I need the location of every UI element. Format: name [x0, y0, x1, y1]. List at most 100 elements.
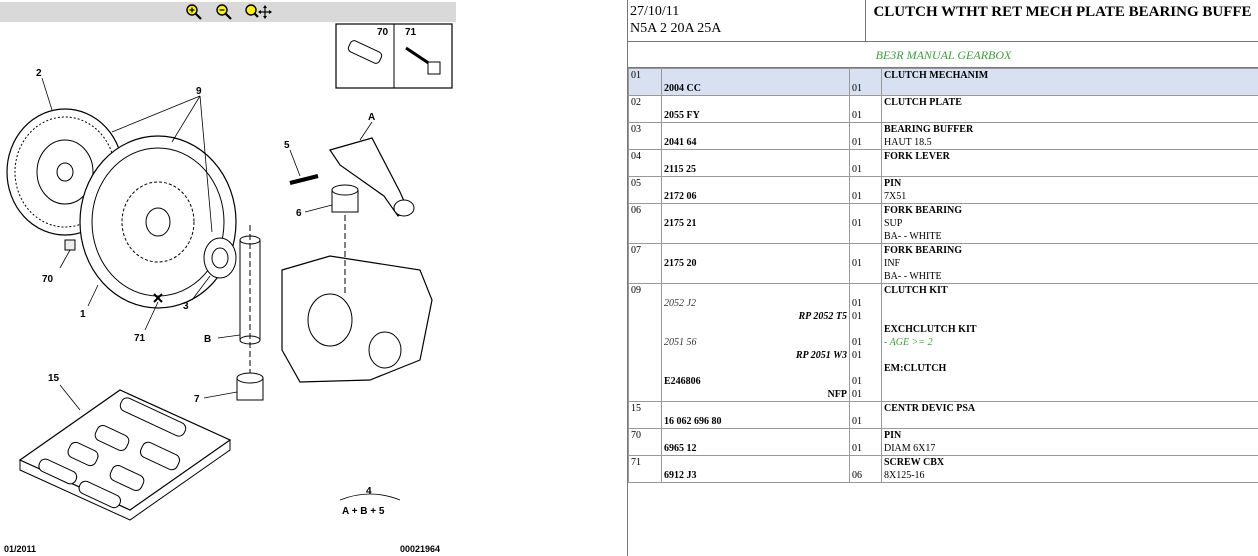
part-reference: [664, 456, 847, 469]
description-line: FORK BEARING: [884, 245, 963, 256]
callout-1: 1: [80, 309, 86, 320]
part-reference[interactable]: 2041 64: [664, 137, 697, 148]
part-reference[interactable]: RP 2051 W3: [795, 350, 847, 361]
quantity-value: 01: [852, 389, 862, 400]
part-reference: [664, 244, 847, 257]
header-info: 27/10/11 N5A 2 20A 25A: [628, 0, 866, 42]
part-reference[interactable]: 16 062 696 80: [664, 416, 722, 427]
zoom-move-icon: [245, 4, 272, 19]
part-reference[interactable]: 2004 CC: [664, 83, 701, 94]
quantity-value: 01: [852, 350, 862, 361]
quantity-value: 01: [852, 191, 862, 202]
row-description: CENTR DEVIC PSA: [881, 401, 1258, 429]
quantity-value: 01: [852, 218, 862, 229]
quantity-value: 01: [852, 258, 862, 269]
parts-header: 27/10/11 N5A 2 20A 25A CLUTCH WTHT RET M…: [628, 0, 1258, 42]
description-line: EXCHCLUTCH KIT: [884, 324, 977, 335]
row-description: FORK LEVER: [881, 149, 1258, 177]
part-reference[interactable]: 2175 20: [664, 258, 697, 269]
part-reference[interactable]: 2052 J2: [664, 298, 696, 309]
part-reference[interactable]: 2175 21: [664, 218, 697, 229]
inset-box-pins: [335, 23, 453, 89]
quantity-value: [852, 284, 879, 297]
exploded-clutch-diagram: 70 71: [6, 23, 453, 521]
quantity-value: 01: [852, 337, 862, 348]
quantity-value: [852, 150, 879, 163]
row-quantity: 06: [849, 455, 882, 483]
header-date: 27/10/11: [630, 4, 680, 19]
quantity-value: 01: [852, 311, 862, 322]
row-references: 2172 06: [661, 176, 850, 204]
row-quantity: 01: [849, 95, 882, 123]
description-line: CLUTCH MECHANIM: [884, 70, 989, 81]
zoom-toolbar: [0, 2, 456, 22]
description-line: HAUT 18.5: [884, 137, 932, 148]
description-line: 8X125-16: [884, 470, 925, 481]
part-reference[interactable]: 2115 25: [664, 164, 696, 175]
parts-panel: 27/10/11 N5A 2 20A 25A CLUTCH WTHT RET M…: [627, 0, 1258, 556]
leader-lines: [41, 77, 401, 501]
description-line: CLUTCH PLATE: [884, 97, 962, 108]
quantity-value: 01: [852, 298, 862, 309]
description-line: CENTR DEVIC PSA: [884, 403, 976, 414]
row-index: 05: [628, 176, 662, 204]
fork-shaft-drawing: [239, 225, 261, 400]
part-reference: [664, 323, 847, 336]
row-references: 2115 25: [661, 149, 850, 177]
fork-lever-drawing: [329, 137, 415, 217]
row-quantity: 01: [849, 203, 882, 244]
part-reference[interactable]: 2055 FY: [664, 110, 700, 121]
part-reference[interactable]: 2172 06: [664, 191, 697, 202]
description-line: FORK BEARING: [884, 205, 963, 216]
description-line: DIAM 6X17: [884, 443, 936, 454]
part-reference[interactable]: RP 2052 T5: [798, 311, 847, 322]
quantity-value: [852, 323, 879, 336]
row-quantity: 01: [849, 68, 882, 96]
row-references: 16 062 696 80: [661, 401, 850, 429]
callout-7: 7: [194, 394, 200, 405]
row-index: 70: [628, 428, 662, 456]
part-reference[interactable]: 2051 56: [664, 337, 697, 348]
description-line: BA- - WHITE: [884, 231, 942, 242]
zoom-out-icon: [216, 4, 232, 20]
part-reference: [664, 150, 847, 163]
part-reference: [664, 96, 847, 109]
callout-2: 2: [36, 68, 42, 79]
zoom-out-button[interactable]: [213, 3, 235, 21]
row-index: 15: [628, 401, 662, 429]
quantity-value: [852, 177, 879, 190]
quantity-value: 01: [852, 416, 862, 427]
bushing-6-drawing: [331, 184, 359, 213]
part-reference[interactable]: E246806: [664, 376, 701, 387]
part-reference[interactable]: NFP: [827, 389, 847, 400]
zoom-move-button[interactable]: [243, 3, 273, 21]
pin-70-drawing: [64, 239, 76, 251]
part-reference: [664, 284, 847, 297]
row-quantity: 01: [849, 401, 882, 429]
part-reference: [664, 362, 847, 375]
callout-3: 3: [183, 301, 189, 312]
callout-5: 5: [284, 140, 290, 151]
zoom-in-button[interactable]: [183, 3, 205, 21]
part-reference[interactable]: 6965 12: [664, 443, 697, 454]
part-reference[interactable]: 6912 J3: [664, 470, 697, 481]
description-line: CLUTCH KIT: [884, 285, 948, 296]
quantity-value: [852, 244, 879, 257]
description-line: BA- - WHITE: [884, 271, 942, 282]
